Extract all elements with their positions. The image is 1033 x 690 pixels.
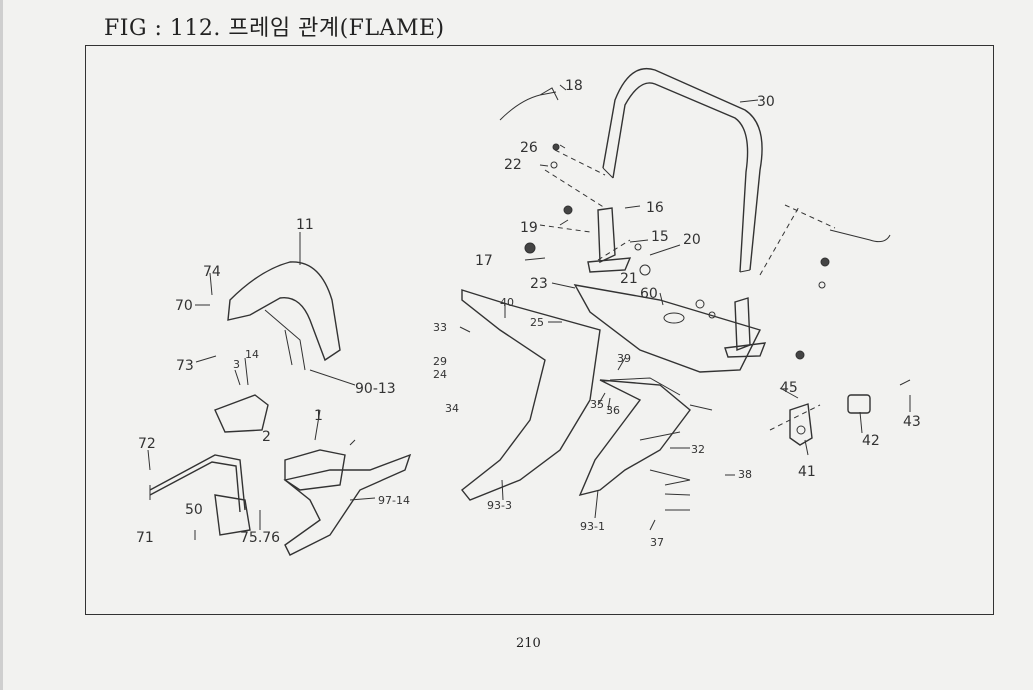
callout-41: 41 bbox=[798, 464, 816, 480]
bracket bbox=[789, 403, 813, 446]
callout-24-a: 24 bbox=[433, 368, 447, 381]
callout-11: 11 bbox=[296, 217, 314, 233]
callout-22-top: 22 bbox=[504, 157, 522, 173]
diagram-frame bbox=[85, 45, 994, 615]
callout-16-left: 16 bbox=[646, 200, 664, 216]
callout-71: 71 bbox=[136, 530, 154, 546]
callout-19-left: 19 bbox=[520, 220, 538, 236]
post-right bbox=[724, 297, 767, 358]
rops-bar bbox=[602, 68, 763, 273]
light bbox=[847, 394, 871, 414]
callout-29-a: 29 bbox=[433, 355, 447, 368]
side-frame-right bbox=[578, 379, 691, 497]
callout-23: 23 bbox=[530, 276, 548, 292]
callout-36: 36 bbox=[606, 404, 620, 417]
callout-34: 34 bbox=[445, 402, 459, 415]
callout-45: 45 bbox=[780, 380, 798, 396]
callout-70: 70 bbox=[175, 298, 193, 314]
callout-38: 38 bbox=[738, 468, 752, 481]
handrail bbox=[149, 454, 246, 513]
callout-1: 1 bbox=[314, 408, 323, 424]
callout-93-3: 93-3 bbox=[487, 499, 512, 512]
callout-20-left: 20 bbox=[683, 232, 701, 248]
callout-90-13: 90-13 bbox=[355, 381, 396, 397]
callout-21-left: 21 bbox=[620, 271, 638, 287]
callout-35: 35 bbox=[590, 398, 604, 411]
callout-74: 74 bbox=[203, 264, 221, 280]
callout-30: 30 bbox=[757, 94, 775, 110]
callout-39: 39 bbox=[617, 352, 631, 365]
callout-3-a: 3 bbox=[233, 358, 240, 371]
figure-title: FIG : 112. 프레임 관계(FLAME) bbox=[104, 16, 445, 41]
callout-37: 37 bbox=[650, 536, 664, 549]
callout-2: 2 bbox=[262, 429, 271, 445]
callout-18-top: 18 bbox=[565, 78, 583, 94]
callout-43: 43 bbox=[903, 414, 921, 430]
callout-17: 17 bbox=[475, 253, 493, 269]
callout-33: 33 bbox=[433, 321, 447, 334]
callout-60: 60 bbox=[640, 286, 658, 302]
fender bbox=[227, 261, 341, 362]
callout-97-14: 97-14 bbox=[378, 494, 410, 507]
callout-32: 32 bbox=[691, 443, 705, 456]
callout-14-a: 14 bbox=[245, 348, 259, 361]
box-1 bbox=[284, 449, 346, 491]
side-frame-left bbox=[461, 289, 601, 501]
callout-93-1: 93-1 bbox=[580, 520, 605, 533]
post-left bbox=[587, 207, 632, 273]
callout-15-left: 15 bbox=[651, 229, 669, 245]
callout-73: 73 bbox=[176, 358, 194, 374]
callout-42: 42 bbox=[862, 433, 880, 449]
lower-frame bbox=[283, 453, 412, 556]
step bbox=[214, 494, 251, 536]
callout-25-a: 25 bbox=[530, 316, 544, 329]
bracket-2 bbox=[214, 394, 269, 433]
callout-40: 40 bbox=[500, 296, 514, 309]
crossmember bbox=[573, 284, 761, 373]
callout-50: 50 bbox=[185, 502, 203, 518]
scan-edge bbox=[0, 0, 3, 690]
page-number: 210 bbox=[516, 636, 541, 651]
callout-26-top: 26 bbox=[520, 140, 538, 156]
callout-72: 72 bbox=[138, 436, 156, 452]
callout-75-76: 75.76 bbox=[240, 530, 280, 546]
